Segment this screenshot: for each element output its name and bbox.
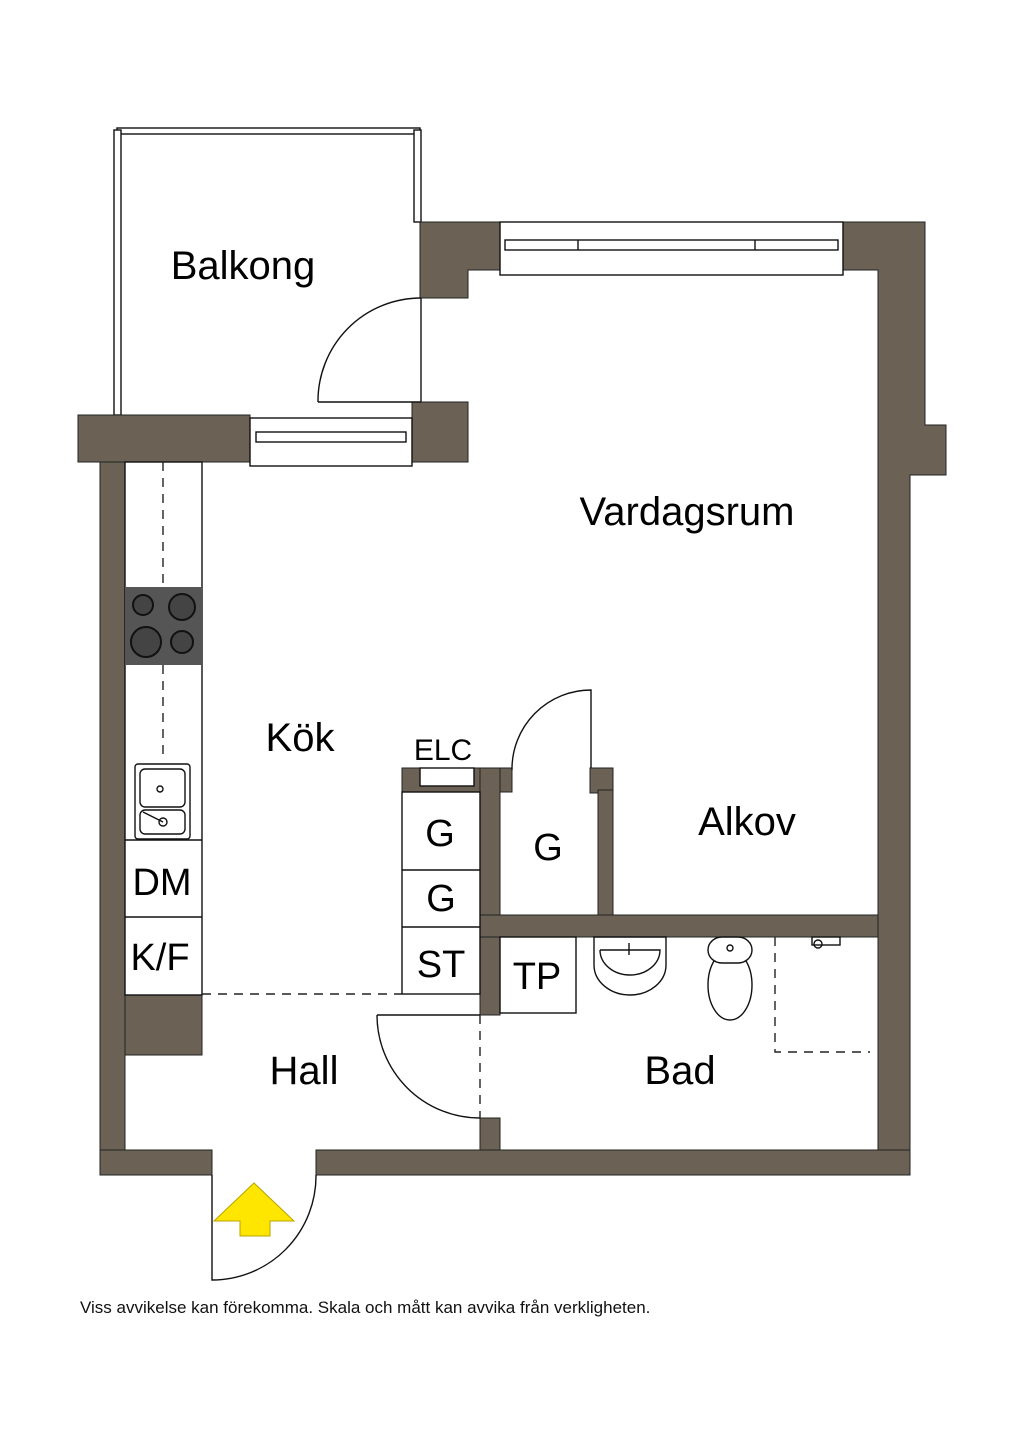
balcony-door[interactable]	[317, 297, 422, 403]
sink-icon	[134, 763, 191, 840]
bathroom-door[interactable]	[376, 1014, 481, 1119]
disclaimer-text: Viss avvikelse kan förekomma. Skala och …	[80, 1298, 651, 1317]
stove-icon	[125, 587, 202, 665]
room-label-living-room: Vardagsrum	[580, 490, 795, 534]
washbasin-icon	[593, 936, 667, 996]
room-label-hall: Hall	[270, 1049, 339, 1093]
wardrobe-label-2: G	[426, 878, 456, 920]
room-label-kitchen: Kök	[266, 716, 336, 760]
room-label-alcove: Alkov	[698, 800, 796, 844]
kitchen-counter	[124, 461, 203, 996]
wardrobe-label-1: G	[425, 813, 455, 855]
room-label-bathroom: Bad	[644, 1049, 715, 1093]
window-living-room	[499, 221, 844, 276]
window-balcony	[249, 417, 413, 467]
room-label-balcony: Balkong	[171, 244, 316, 288]
electrical-cabinet-label: ELC	[414, 734, 472, 767]
wardrobe-label-3: G	[533, 827, 563, 869]
closet-column	[401, 791, 481, 995]
toilet-icon	[707, 936, 753, 1021]
electrical-cabinet	[419, 767, 475, 787]
fridge-freezer-label: K/F	[130, 937, 189, 979]
entrance-door[interactable]	[211, 1174, 317, 1281]
walls	[77, 221, 947, 1176]
dishwasher-label: DM	[132, 862, 191, 904]
shower-area	[774, 936, 870, 1053]
cleaning-closet-label: ST	[417, 944, 466, 986]
wardrobe-door[interactable]	[511, 689, 592, 771]
washer-box	[499, 936, 577, 1014]
entrance-arrow-icon	[212, 1182, 296, 1237]
washer-label: TP	[513, 956, 562, 998]
